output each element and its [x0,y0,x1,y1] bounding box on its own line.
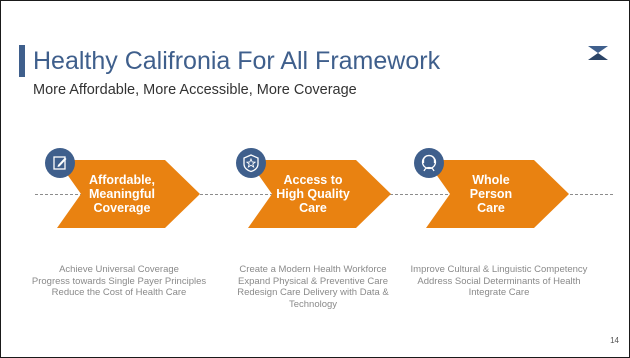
arrow-shape [248,160,391,228]
description-line: Expand Physical & Preventive Care [238,275,388,287]
pillar-badge [414,148,444,178]
pillar-description: Create a Modern Health Workforce Expand … [213,264,413,310]
slide-title: Healthy Califronia For All Framework [33,47,441,75]
description-line: Technology [288,298,338,310]
pillar-label: Access to High Quality Care [276,173,350,215]
description-line: Address Social Determinants of Health [417,275,581,287]
description-line: Reduce the Cost of Health Care [51,287,187,298]
pillar-description: Improve Cultural & Linguistic Competency… [399,264,599,299]
pillar-arrow-affordable: Affordable, Meaningful Coverage [57,160,200,228]
pillar-label: Affordable, Meaningful Coverage [89,173,155,215]
pillar-arrow-whole-person: Whole Person Care [426,160,569,228]
star-badge-icon [243,154,259,173]
pillar-description: Achieve Universal Coverage Progress towa… [19,264,219,299]
description-line: Progress towards Single Payer Principles [31,275,207,287]
description-line: Achieve Universal Coverage [59,264,179,275]
pillar-arrow-access: Access to High Quality Care [248,160,391,228]
arrow-shape [426,160,569,228]
pillar-badge [45,148,75,178]
pillar-label: Whole Person Care [469,173,513,215]
slide-subtitle: More Affordable, More Accessible, More C… [33,82,357,98]
edit-document-icon [53,156,67,170]
title-accent-bar [19,45,25,77]
bowtie-logo-icon [588,46,608,60]
description-line: Create a Modern Health Workforce [239,264,387,275]
person-headset-icon [421,154,437,172]
description-line: Improve Cultural & Linguistic Competency [410,264,588,275]
description-line: Integrate Care [468,287,530,298]
arrow-shape [57,160,200,228]
description-line: Redesign Care Delivery with Data & [237,287,389,298]
pillar-badge [236,148,266,178]
page-number: 14 [610,336,619,345]
